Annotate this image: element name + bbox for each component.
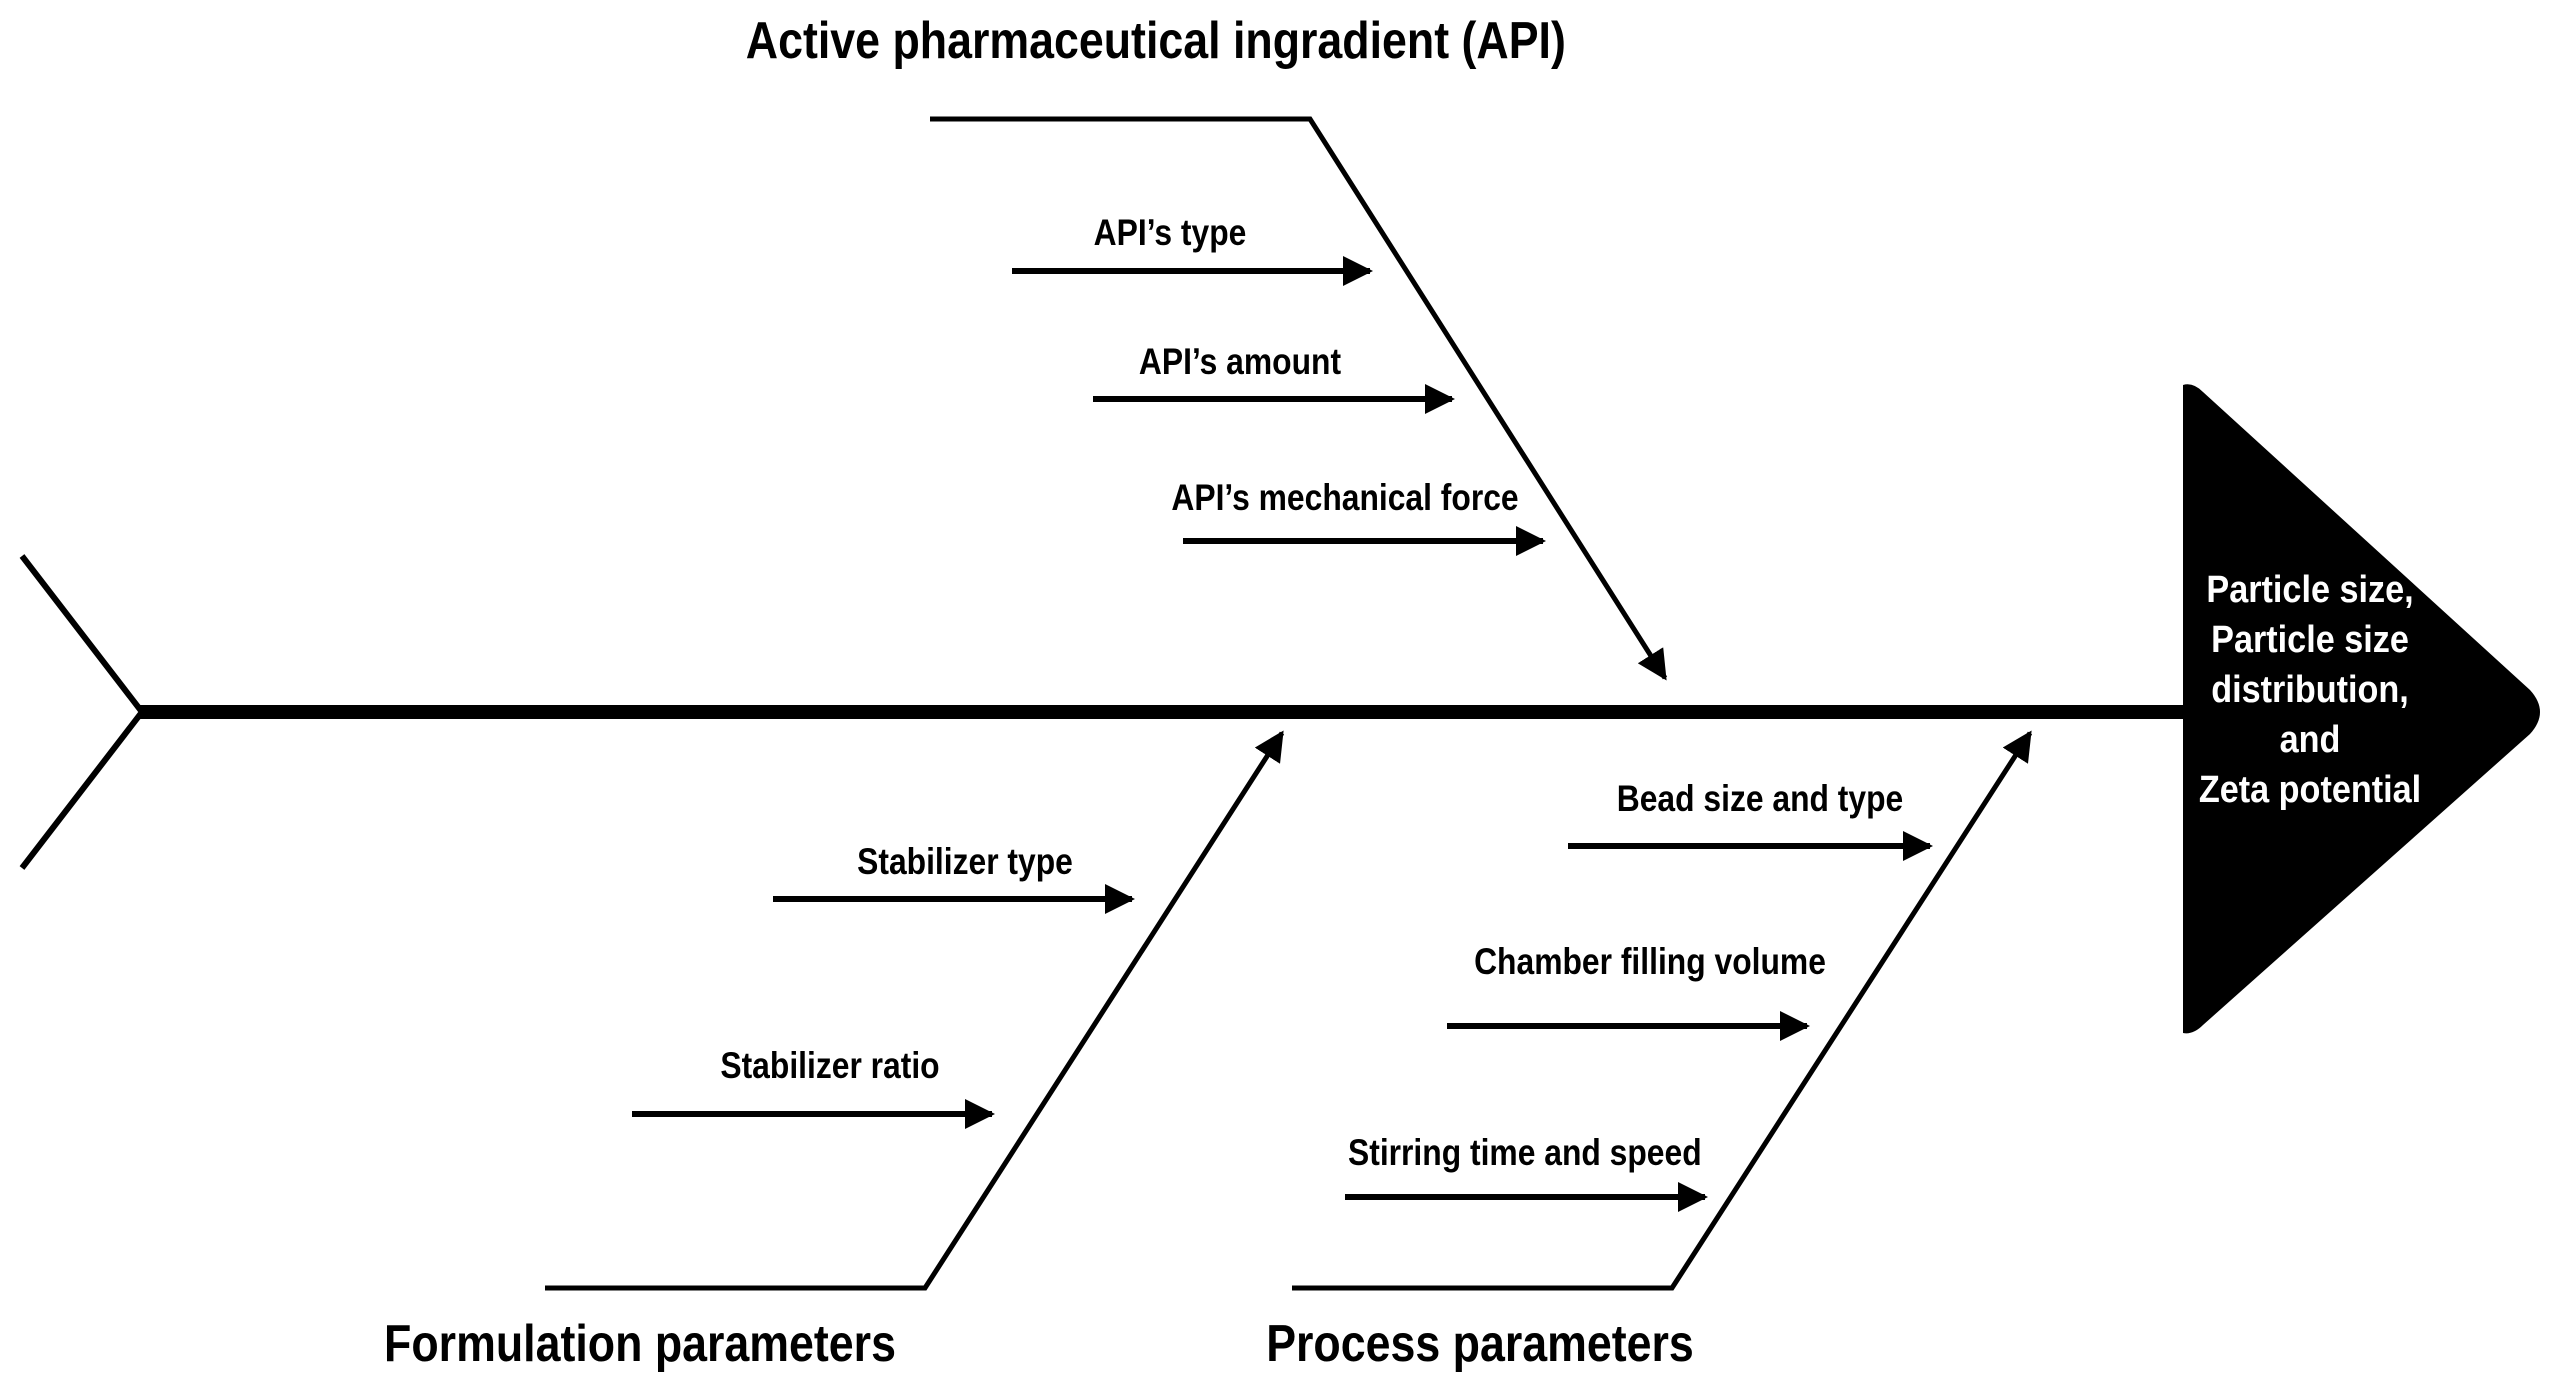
effect-line: distribution, (2211, 669, 2409, 711)
bone-api (930, 116, 1668, 681)
cause-label-stirring: Stirring time and speed (1348, 1132, 1702, 1173)
effect-label: Particle size, Particle size distributio… (2166, 565, 2454, 815)
effect-line: Particle size (2211, 619, 2409, 661)
cause-label-api-mechanical-force: API’s mechanical force (1171, 477, 1519, 518)
fish-tail (19, 554, 146, 870)
cause-label-chamber-filling: Chamber filling volume (1474, 941, 1826, 982)
effect-line: Particle size, (2206, 569, 2414, 611)
cause-label-stabilizer-type: Stabilizer type (857, 841, 1073, 882)
cause-label-stabilizer-ratio: Stabilizer ratio (720, 1045, 940, 1086)
effect-line: and (2279, 719, 2341, 761)
bone-process (1292, 730, 2033, 1291)
category-title-api: Active pharmaceutical ingradient (API) (745, 12, 1566, 70)
category-title-process: Process parameters (1266, 1315, 1694, 1373)
cause-label-api-amount: API’s amount (1138, 341, 1342, 382)
cause-label-bead-size: Bead size and type (1616, 778, 1904, 819)
effect-line: Zeta potential (2198, 769, 2422, 811)
fish-head (2183, 384, 2540, 1034)
bone-formulation (545, 730, 1285, 1291)
cause-label-api-type: API’s type (1093, 212, 1247, 253)
category-title-formulation: Formulation parameters (384, 1315, 896, 1373)
